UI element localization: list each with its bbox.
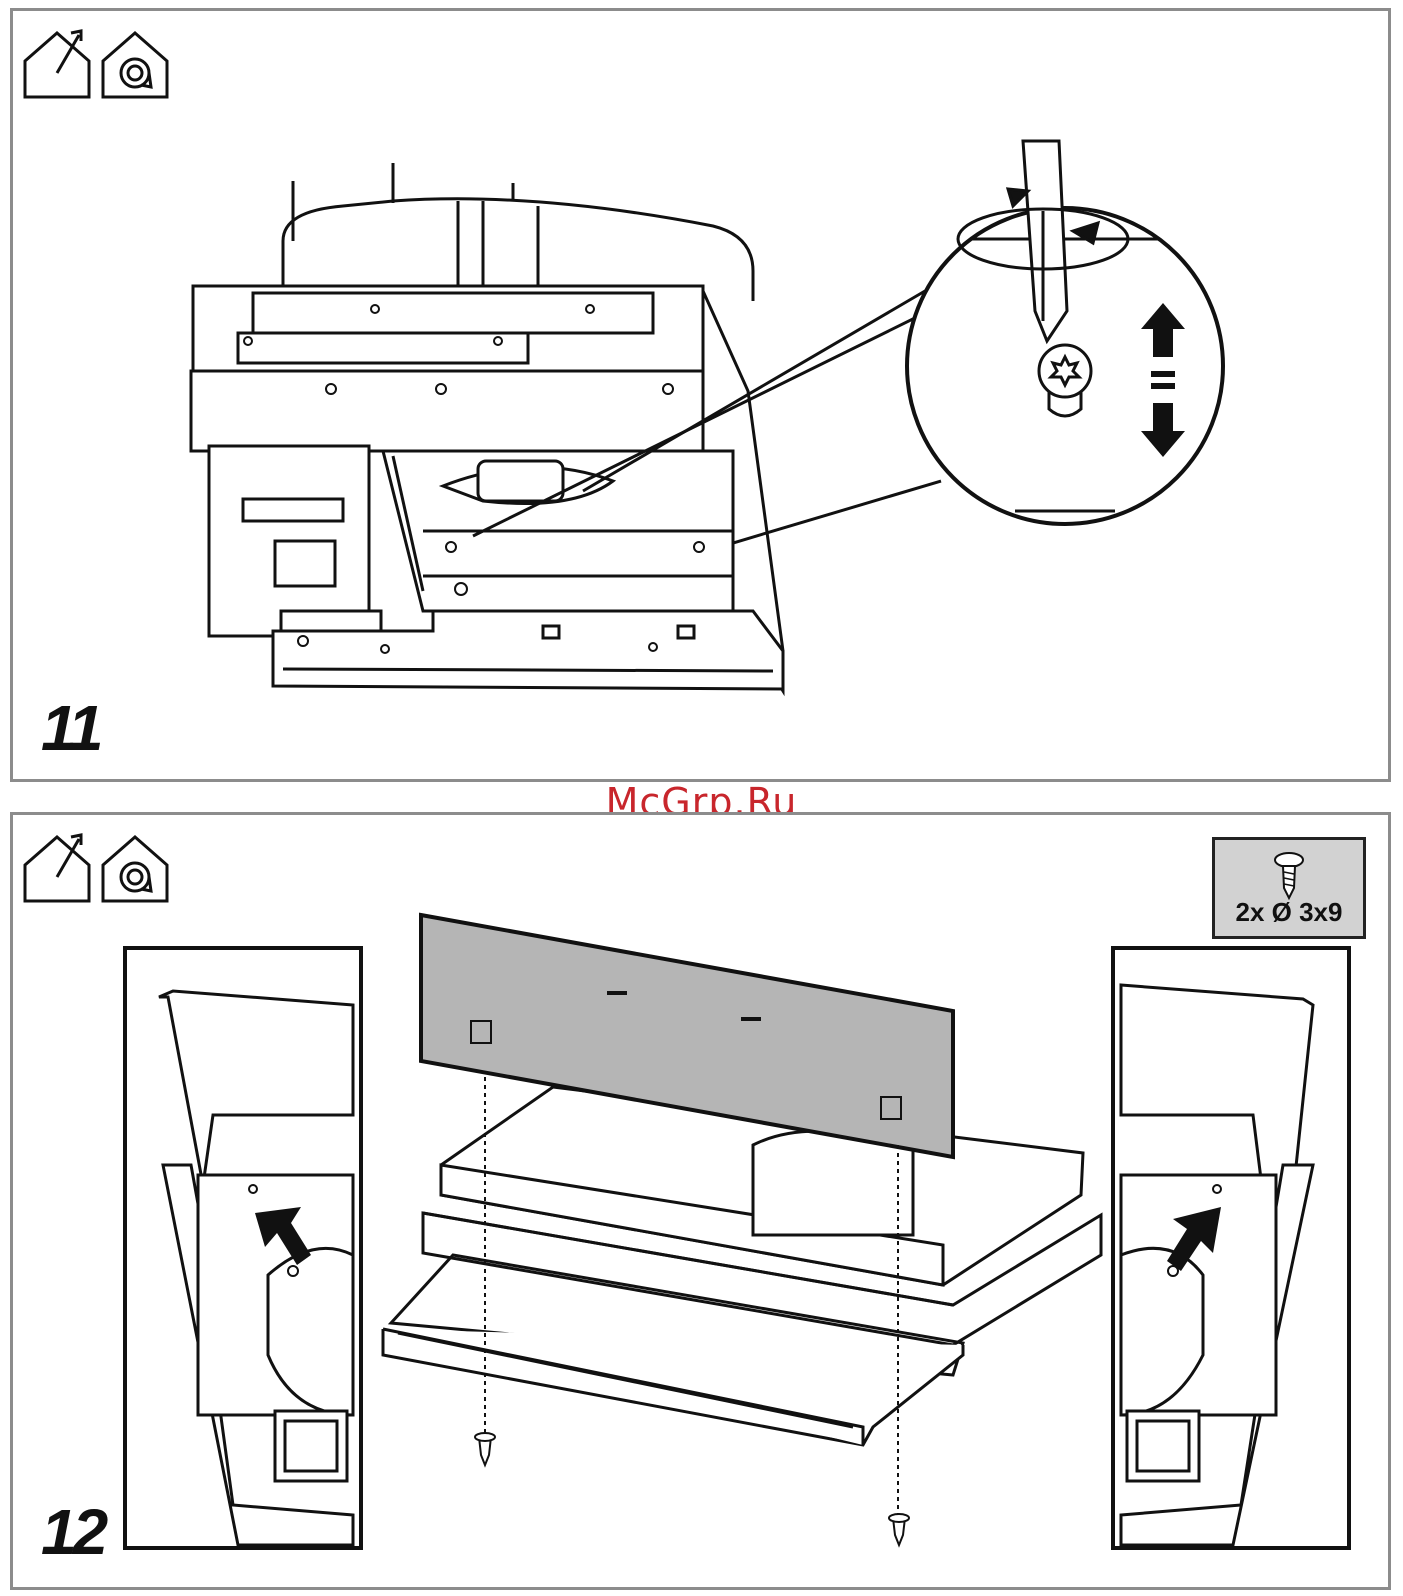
step-12-panel: 2x Ø 3x9 12: [10, 812, 1391, 1590]
screws: [475, 1433, 909, 1545]
recirculation-icon: [103, 837, 167, 901]
step-11-panel: 11: [10, 8, 1391, 782]
left-detail-inset: [125, 948, 361, 1548]
step-12-illustration: [13, 815, 1391, 1590]
ducted-exhaust-icon: [25, 31, 89, 97]
ducted-exhaust-icon: [25, 835, 89, 901]
screw-spec-box: 2x Ø 3x9: [1212, 837, 1366, 939]
step-11-illustration: [13, 11, 1391, 782]
step-number: 12: [41, 1495, 104, 1569]
magnified-screw-detail: [907, 141, 1223, 524]
step-number: 11: [41, 691, 99, 765]
screw-spec-label: 2x Ø 3x9: [1215, 897, 1363, 928]
hood-assembly-drawing: [383, 1087, 1101, 1445]
right-detail-inset: [1113, 948, 1349, 1548]
recirculation-icon: [103, 33, 167, 97]
